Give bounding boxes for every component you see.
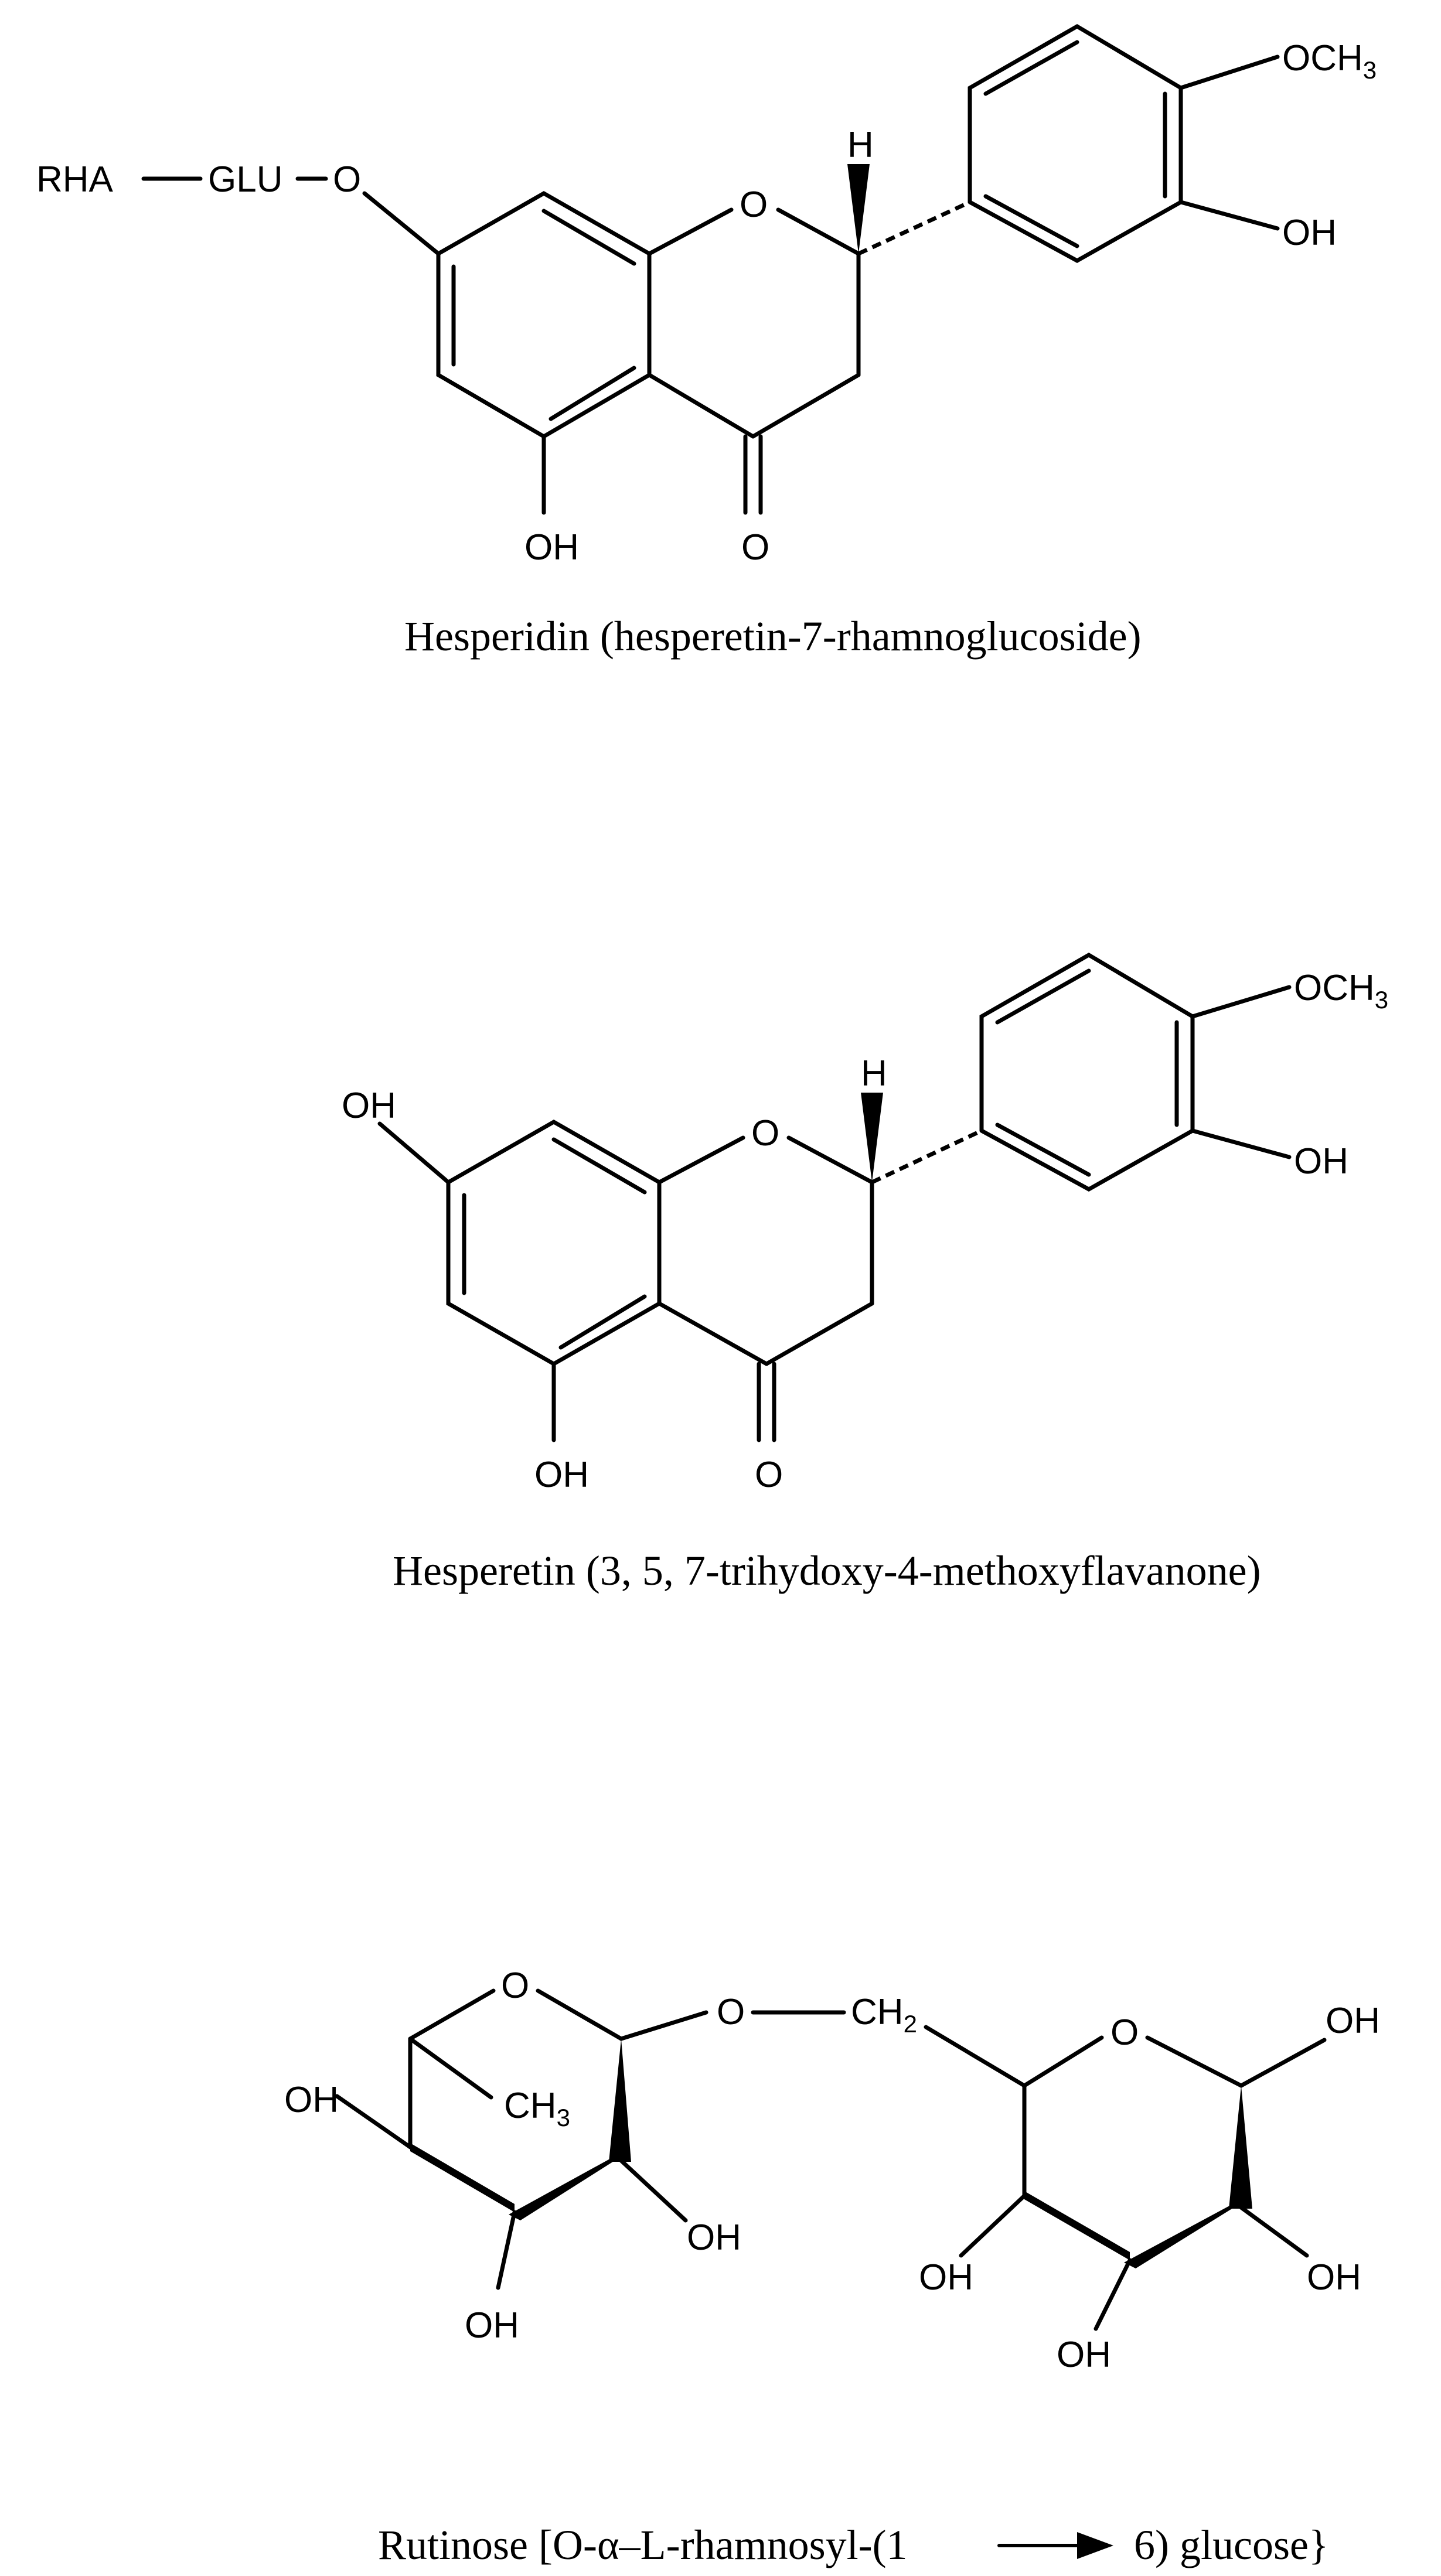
methyl-label: CH3 — [504, 2086, 570, 2131]
hydroxyl-b-ring-label: OH — [1282, 213, 1337, 253]
glucose-hydroxyl-left-label: OH — [919, 2257, 973, 2298]
rha-label: RHA — [36, 159, 114, 200]
rhamnose-ring-oxygen-label: O — [501, 1966, 529, 2006]
hesperidin-caption: Hesperidin (hesperetin-7-rhamnoglucoside… — [404, 613, 1142, 660]
hydrogen-label: H — [861, 1053, 887, 1094]
glucose-hydroxyl-bottom-label: OH — [1057, 2335, 1111, 2375]
carbonyl-oxygen-label: O — [755, 1455, 783, 1495]
rutinose-caption-start: Rutinose [O-α–L-rhamnosyl-(1 — [378, 2522, 908, 2568]
glu-label: GLU — [208, 159, 282, 200]
hesperidin-structure: RHA GLU O O H O OH OCH3 OH — [36, 23, 1377, 568]
hesperetin-structure: OH O H O OH OCH3 OH — [342, 952, 1388, 1495]
ring-oxygen-label: O — [751, 1113, 779, 1154]
ring-oxygen-label: O — [740, 185, 768, 225]
linkage-arrow-head — [1077, 2532, 1113, 2559]
rhamnose-hydroxyl-right-label: OH — [687, 2217, 741, 2258]
hydroxyl-7-label: OH — [342, 1086, 396, 1126]
rutinose-caption: Rutinose [O-α–L-rhamnosyl-(1 6) glucose} — [378, 2522, 1328, 2568]
carbonyl-oxygen-label: O — [741, 527, 769, 568]
rhamnose-hydroxyl-bottom-label: OH — [465, 2305, 519, 2346]
glucose-hydroxyl-top-label: OH — [1326, 2001, 1380, 2041]
glucose-hydroxyl-right-label: OH — [1307, 2257, 1361, 2298]
methylene-label: CH2 — [851, 1992, 917, 2038]
glycosidic-oxygen-label: O — [333, 159, 361, 200]
hydroxyl-5-label: OH — [534, 1455, 589, 1495]
methoxy-label: OCH3 — [1282, 38, 1377, 84]
hydroxyl-b-ring-label: OH — [1294, 1141, 1348, 1182]
methoxy-label: OCH3 — [1294, 968, 1388, 1014]
hydrogen-label: H — [847, 125, 874, 165]
rutinose-caption-end: 6) glucose} — [1134, 2522, 1328, 2568]
hydroxyl-5-label: OH — [524, 527, 579, 568]
hesperetin-caption: Hesperetin (3, 5, 7-trihydoxy-4-methoxyf… — [393, 1547, 1261, 1594]
glucose-ring-oxygen-label: O — [1110, 2012, 1139, 2053]
rutinose-structure: O O CH2 CH3 OH OH OH O OH OH OH OH — [284, 1966, 1380, 2375]
bridge-oxygen-label: O — [717, 1992, 745, 2032]
rhamnose-hydroxyl-left-label: OH — [284, 2080, 339, 2120]
